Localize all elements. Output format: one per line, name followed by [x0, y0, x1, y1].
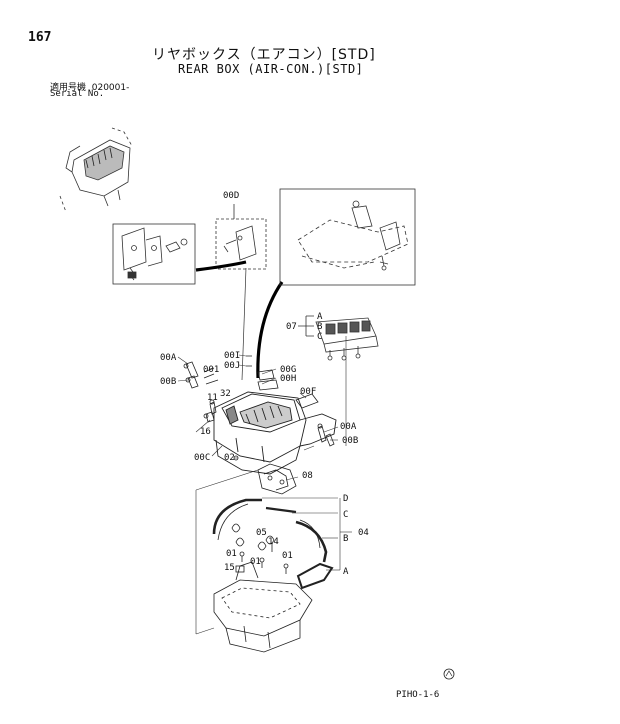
callout-00a-left: 00A — [160, 353, 177, 363]
callout-001: 001 — [203, 365, 219, 375]
callout-00c: 00C — [194, 453, 210, 463]
callout-00g: 00G — [280, 365, 296, 375]
callout-00i: 00I — [224, 351, 240, 361]
callout-07-b: B — [317, 322, 322, 332]
switch-panel-07 — [298, 315, 379, 361]
callout-00b-right: 00B — [342, 436, 358, 446]
callout-14: 14 — [268, 537, 279, 547]
callout-01-a: 01 — [226, 549, 237, 559]
callout-00h: 00H — [280, 374, 296, 384]
callout-00d: 00D — [223, 191, 239, 201]
callout-01-c: 01 — [282, 551, 293, 561]
callout-07-a: A — [317, 312, 323, 322]
leader-lines-04 — [195, 469, 352, 635]
callout-16: 16 — [200, 427, 211, 437]
callout-15: 15 — [224, 563, 235, 573]
detail-box-left — [112, 223, 196, 285]
callout-00f: 00F — [300, 387, 316, 397]
detail-box-right — [279, 188, 416, 286]
page-number: 167 — [28, 30, 52, 45]
callout-11: 11 — [207, 393, 218, 403]
callout-32: 32 — [220, 389, 231, 399]
serial-label-jp: 適用号機 — [50, 83, 87, 93]
footer-code: PIHO-1-6 — [396, 690, 440, 700]
serial-label-en: Serial No. — [50, 89, 105, 99]
base-frame — [213, 561, 313, 653]
rear-box-body — [213, 391, 337, 475]
callout-00a-right: 00A — [340, 422, 357, 432]
callout-02: 02 — [224, 453, 235, 463]
machine-overview-sketch — [59, 127, 133, 213]
detail-box-00d — [215, 204, 267, 270]
detail-leader-heavy-left — [195, 260, 247, 272]
serial-number-line-jp: 適用号機 020001- — [50, 80, 129, 93]
callout-04-d: D — [343, 494, 348, 504]
detail-leader-00d — [241, 267, 247, 381]
serial-value: 020001- — [91, 83, 130, 93]
callout-04-c: C — [343, 510, 348, 520]
callout-08: 08 — [302, 471, 313, 481]
leader-lines-main — [177, 336, 347, 481]
callout-04: 04 — [358, 528, 369, 538]
callout-07: 07 — [286, 322, 297, 332]
trim-set-04 — [212, 498, 334, 590]
bracket-08 — [257, 463, 297, 495]
callout-05: 05 — [256, 528, 267, 538]
callout-00b-left: 00B — [160, 377, 176, 387]
callout-04-b: B — [343, 534, 348, 544]
callout-00j: 00J — [224, 361, 240, 371]
callout-04-a: A — [343, 567, 349, 577]
page-title-en: REAR BOX (AIR-CON.)[STD] — [178, 62, 364, 76]
detail-leader-heavy-right — [256, 281, 284, 379]
callout-07-c: C — [317, 332, 322, 342]
page-title-jp: リヤボックス（エアコン）[STD] — [152, 47, 376, 63]
revision-mark-icon — [443, 668, 455, 680]
callout-01-b: 01 — [250, 557, 261, 567]
fasteners-lower — [231, 523, 289, 574]
